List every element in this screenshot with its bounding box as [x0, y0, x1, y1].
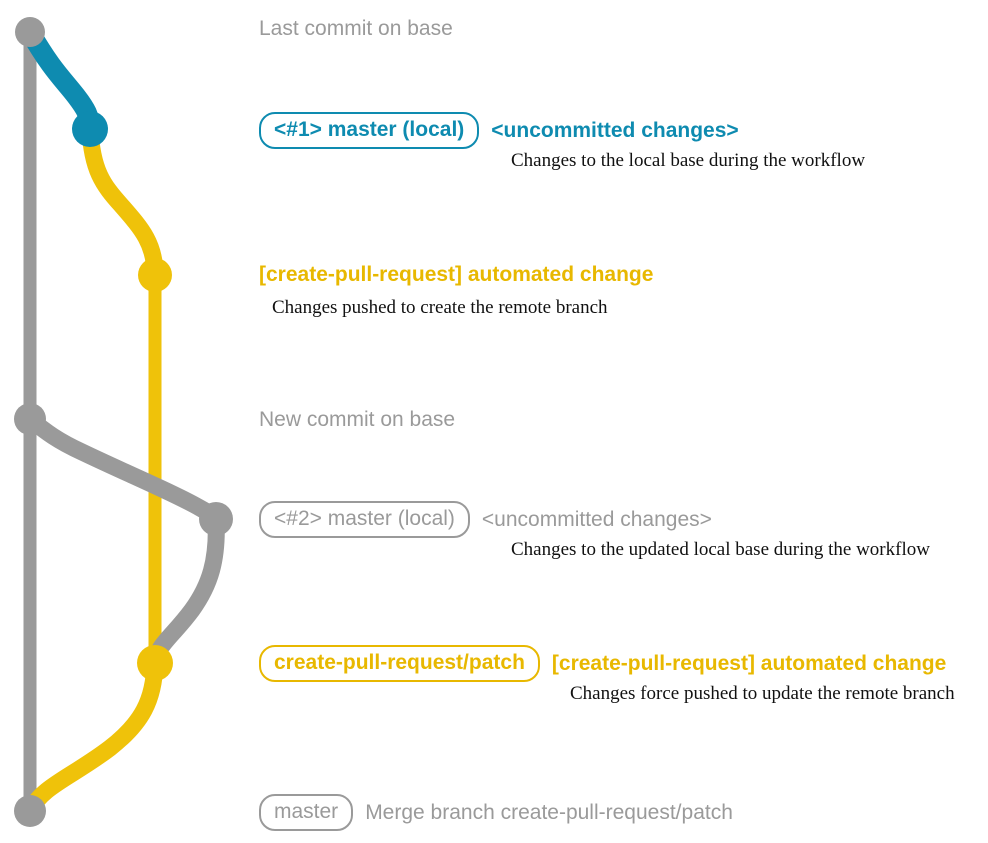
commit-row-base-new: New commit on base — [259, 408, 455, 432]
commit-subject-base-new: New commit on base — [259, 408, 456, 431]
commit-row-cpr-create: [create-pull-request] automated change — [259, 263, 653, 287]
edge-local2-to-cprpatch — [146, 510, 225, 672]
commit-subject-cpr-patch: [create-pull-request] automated change — [551, 651, 947, 675]
commit-node-base-new[interactable] — [14, 403, 46, 435]
commit-node-master-merge[interactable] — [14, 795, 46, 827]
commit-description-cpr-patch: Changes force pushed to update the remot… — [570, 683, 955, 704]
commit-node-cpr-create[interactable] — [138, 258, 172, 292]
edge-cprpatch-to-master — [21, 654, 164, 820]
edge-basenew-to-local2 — [21, 410, 225, 528]
commit-subject-local-2: <uncommitted changes> — [481, 507, 712, 531]
branch-badge-master[interactable]: master — [259, 794, 354, 832]
commit-node-local-1[interactable] — [72, 111, 108, 147]
commit-node-base-last[interactable] — [15, 17, 45, 47]
branch-badge-master-local-1[interactable]: <#1> master (local) — [259, 112, 480, 150]
commit-subject-cpr-create: [create-pull-request] automated change — [259, 263, 654, 286]
commit-row-master-merge: master Merge branch create-pull-request/… — [259, 794, 733, 832]
commit-row-base-last: Last commit on base — [259, 17, 453, 41]
commit-subject-base-last: Last commit on base — [259, 17, 453, 40]
commit-row-local-2: <#2> master (local) <uncommitted changes… — [259, 501, 712, 539]
commit-description-local-2: Changes to the updated local base during… — [511, 539, 930, 560]
commit-subject-master-merge: Merge branch create-pull-request/patch — [365, 800, 733, 824]
commit-row-local-1: <#1> master (local) <uncommitted changes… — [259, 112, 739, 150]
edge-local1-to-cpr-create — [81, 120, 164, 284]
branch-badge-cpr-patch[interactable]: create-pull-request/patch — [259, 645, 540, 683]
branch-badge-master-local-2[interactable]: <#2> master (local) — [259, 501, 470, 539]
commit-description-local-1: Changes to the local base during the wor… — [511, 150, 866, 171]
commit-description-cpr-create: Changes pushed to create the remote bran… — [272, 297, 608, 318]
commit-node-cpr-patch[interactable] — [137, 645, 173, 681]
commit-subject-local-1: <uncommitted changes> — [491, 118, 739, 142]
commit-node-local-2[interactable] — [199, 502, 233, 536]
commit-row-cpr-patch: create-pull-request/patch [create-pull-r… — [259, 645, 947, 683]
